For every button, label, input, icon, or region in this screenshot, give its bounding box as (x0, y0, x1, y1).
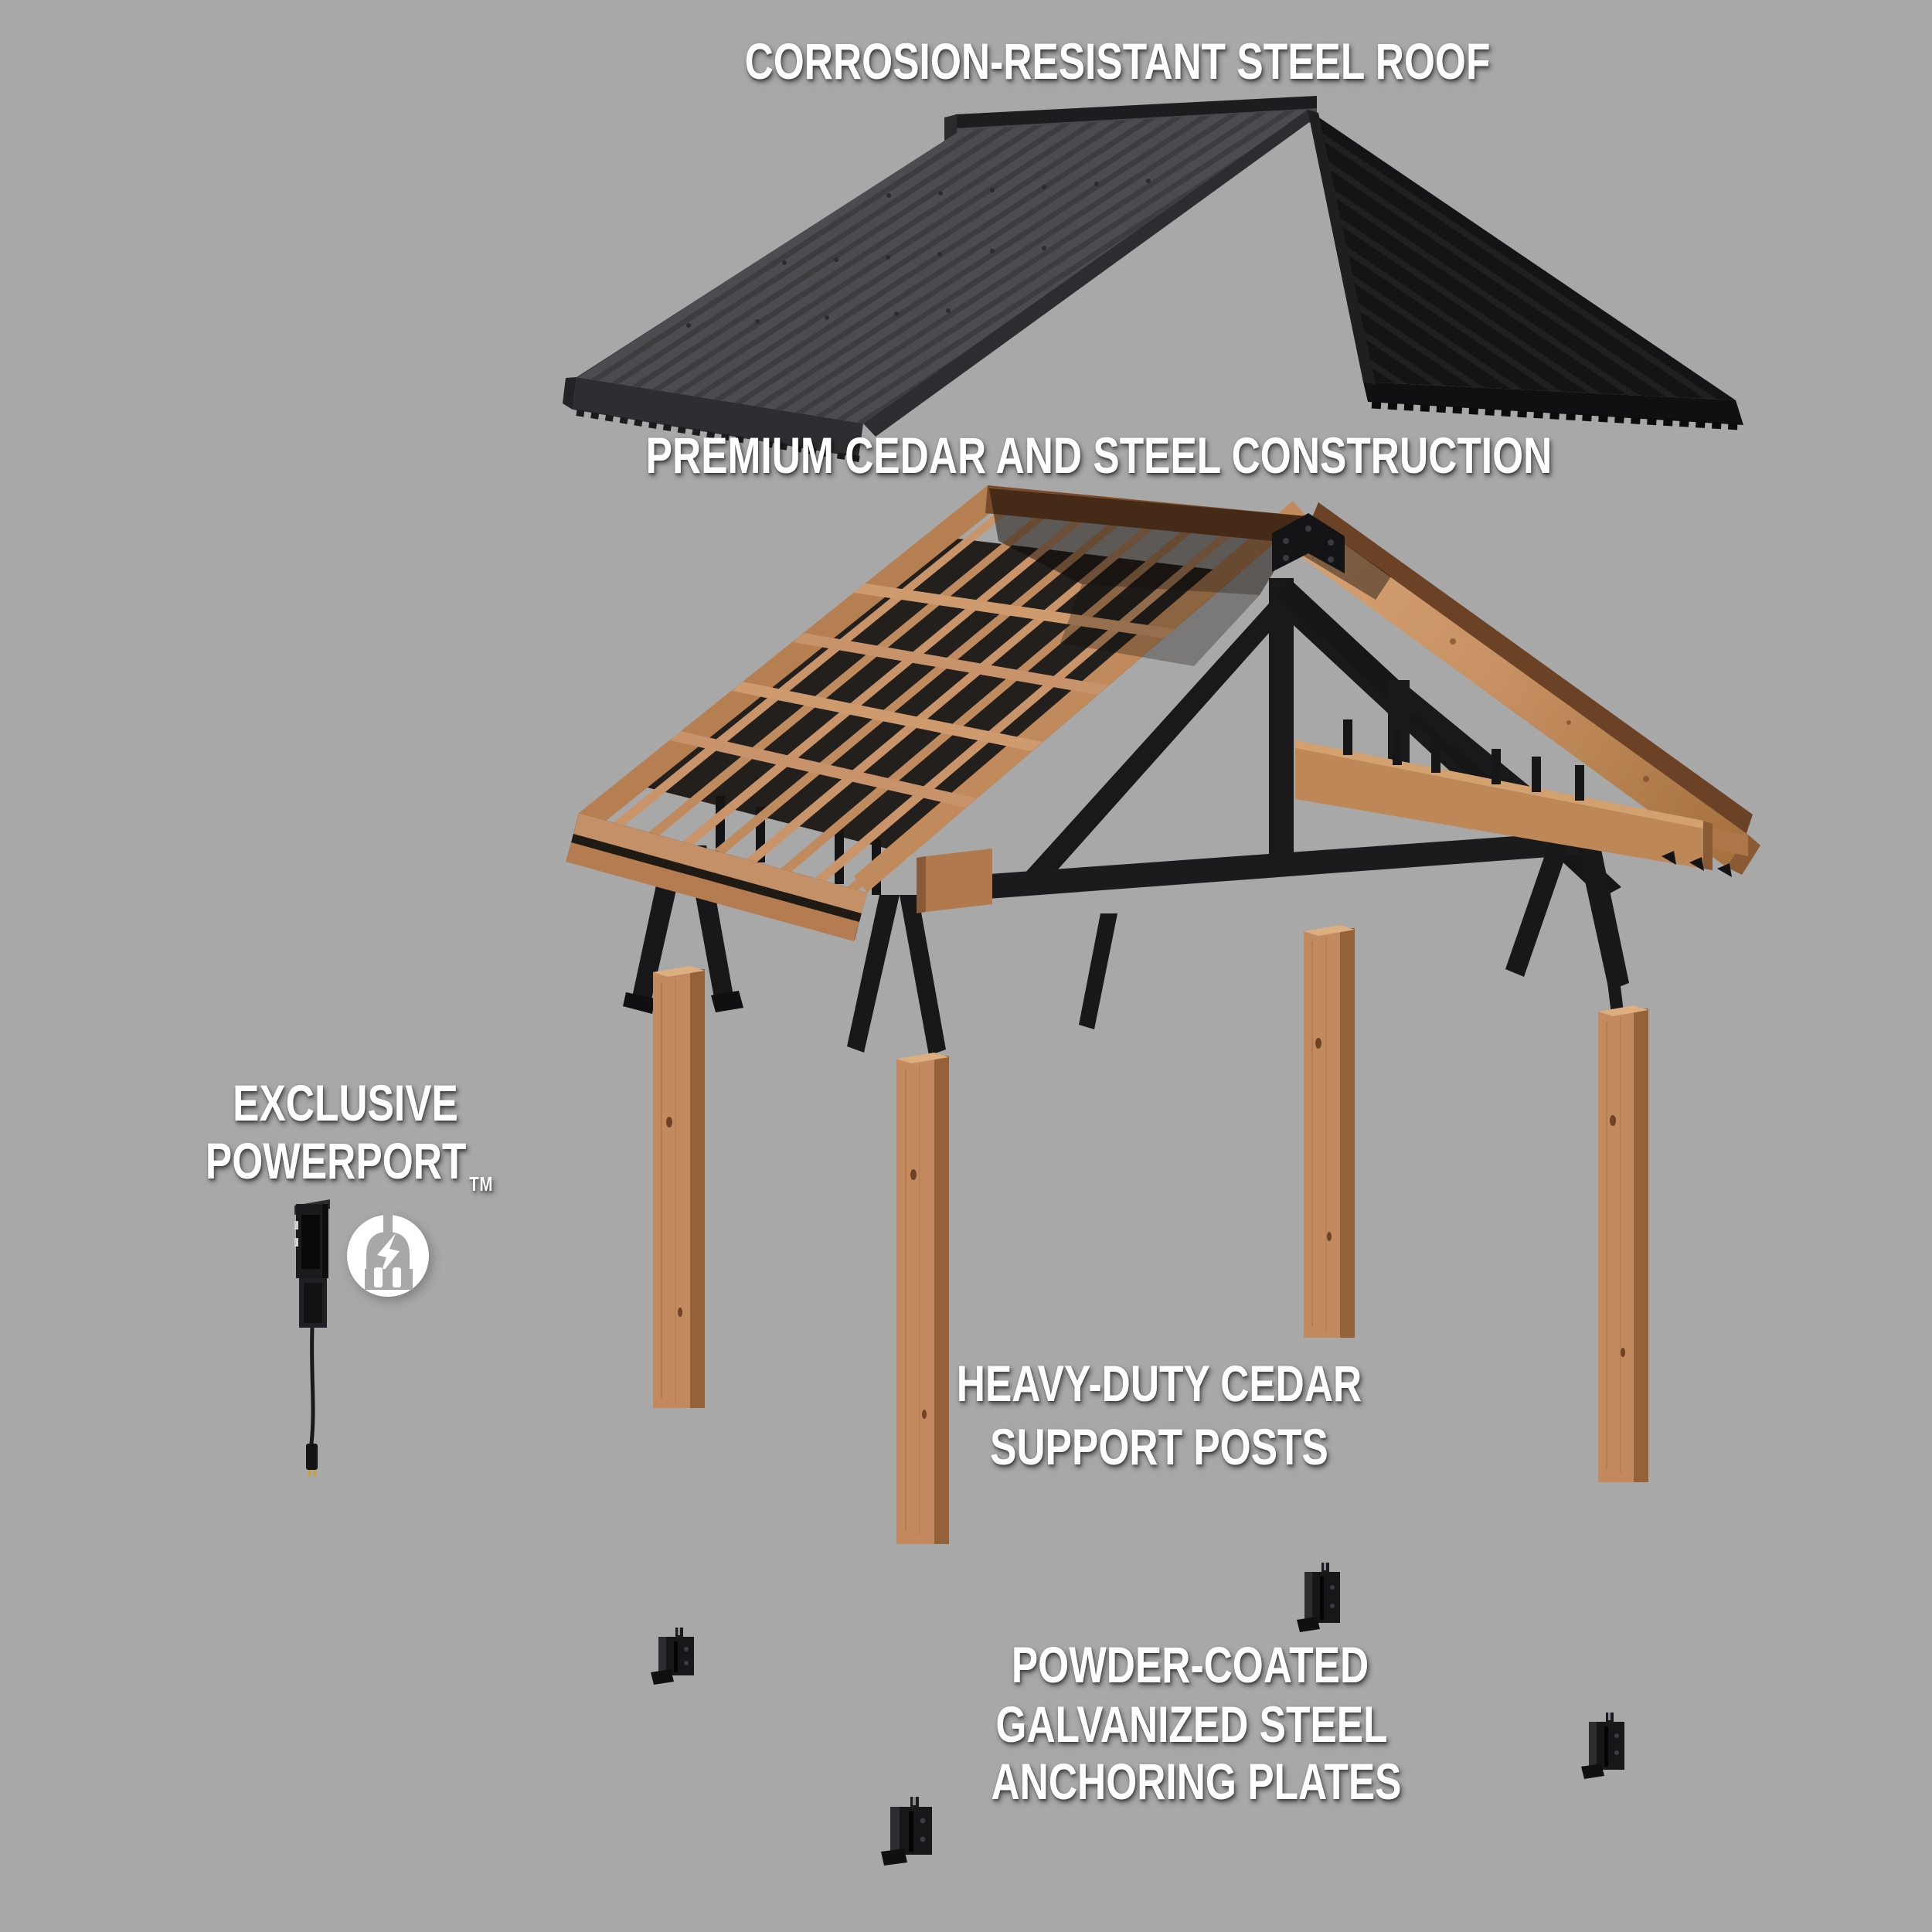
lattice-back-rim (579, 485, 1002, 831)
roof-screw-dots (686, 179, 1151, 328)
roof-right-slope-ribs (1308, 110, 1736, 400)
powerport-cord (309, 1327, 315, 1444)
roof-ridge-cap-top (955, 96, 1317, 128)
support-post-2 (896, 1053, 949, 1544)
anchoring-plates (651, 1563, 1624, 1866)
steel-legs (623, 839, 1629, 1056)
posts-label-line1: HEAVY-DUTY CEDAR (956, 1355, 1362, 1412)
frame-right-slope (1287, 502, 1760, 877)
lattice-eave-band2 (566, 842, 859, 941)
plates-label-line2: GALVANIZED STEEL (995, 1696, 1388, 1753)
support-posts (653, 925, 1648, 1544)
lattice-purlins (670, 583, 1175, 808)
plug-pin-1 (308, 1470, 311, 1476)
support-post-4 (1598, 1005, 1648, 1482)
powerport-label-text: POWERPORT (205, 1132, 467, 1189)
powerport-device (294, 1199, 330, 1476)
icon-prong-left (374, 1267, 383, 1287)
beam-stub (926, 849, 992, 912)
icon-prong-right (393, 1267, 401, 1287)
lattice-eave-band1 (573, 813, 867, 913)
powerport-plug-icon (347, 1209, 433, 1301)
plug-pin-2 (314, 1470, 316, 1476)
gusset-bolts (1283, 526, 1334, 563)
steel-roof-illustration (563, 96, 1743, 462)
support-post-3 (1304, 925, 1355, 1338)
roof-eave-serration (576, 410, 860, 462)
anchor-plate-2 (1297, 1563, 1340, 1632)
roof-front-trim-left (863, 110, 1314, 437)
rafter-back-band (1311, 502, 1753, 838)
rafter-tail-teeth (1662, 851, 1732, 877)
powerport-bracket-inner (304, 1283, 322, 1323)
icon-prong-band (365, 1269, 413, 1290)
roof-gable-trim-right (1308, 110, 1376, 385)
beam-top-brackets (1343, 719, 1584, 801)
plate-beam-end (1703, 821, 1713, 870)
plate-beam-extension (1713, 828, 1748, 856)
apex-gusset-plate (1272, 513, 1345, 573)
powerport-plug (306, 1444, 318, 1470)
plates-label-line3: ANCHORING PLATES (991, 1753, 1402, 1810)
powerport-button-1 (294, 1221, 298, 1230)
lattice-scorch-shade (989, 488, 1308, 595)
beam-stub-end (917, 856, 926, 913)
powerport-button-2 (294, 1238, 298, 1247)
lattice-scorch-shade2 (1060, 584, 1260, 666)
cedar-lattice (566, 485, 1308, 941)
roof-eave-end-cap (563, 377, 577, 410)
lightning-bolt-icon (377, 1233, 400, 1275)
construction-label: PREMIUM CEDAR AND STEEL CONSTRUCTION (645, 427, 1553, 484)
wood-knots (1450, 638, 1649, 782)
roof-right-serration (1371, 401, 1740, 430)
plates-label-line1: POWDER-COATED (1011, 1636, 1369, 1693)
support-post-1 (653, 966, 705, 1408)
powerport-label-line1: EXCLUSIVE (233, 1074, 458, 1131)
anchor-plate-1 (651, 1628, 694, 1685)
trademark-symbol: TM (469, 1172, 494, 1196)
roof-left-slope-ribs (577, 110, 1308, 423)
roof-right-fascia (1363, 382, 1743, 425)
posts-label-line2: SUPPORT POSTS (990, 1418, 1328, 1475)
plate-beam (1295, 740, 1703, 869)
icon-top-slot (383, 1209, 393, 1233)
roof-eave-fascia (573, 377, 863, 457)
anchor-plate-4 (881, 1797, 932, 1866)
anchor-plate-3 (1581, 1713, 1624, 1779)
powerport-screen (301, 1215, 320, 1269)
cedar-steel-frame-illustration (566, 485, 1760, 1056)
rafter-main-band (1287, 516, 1748, 867)
roof-label: CORROSION-RESISTANT STEEL ROOF (744, 32, 1491, 90)
powerport-body-side (322, 1204, 328, 1278)
